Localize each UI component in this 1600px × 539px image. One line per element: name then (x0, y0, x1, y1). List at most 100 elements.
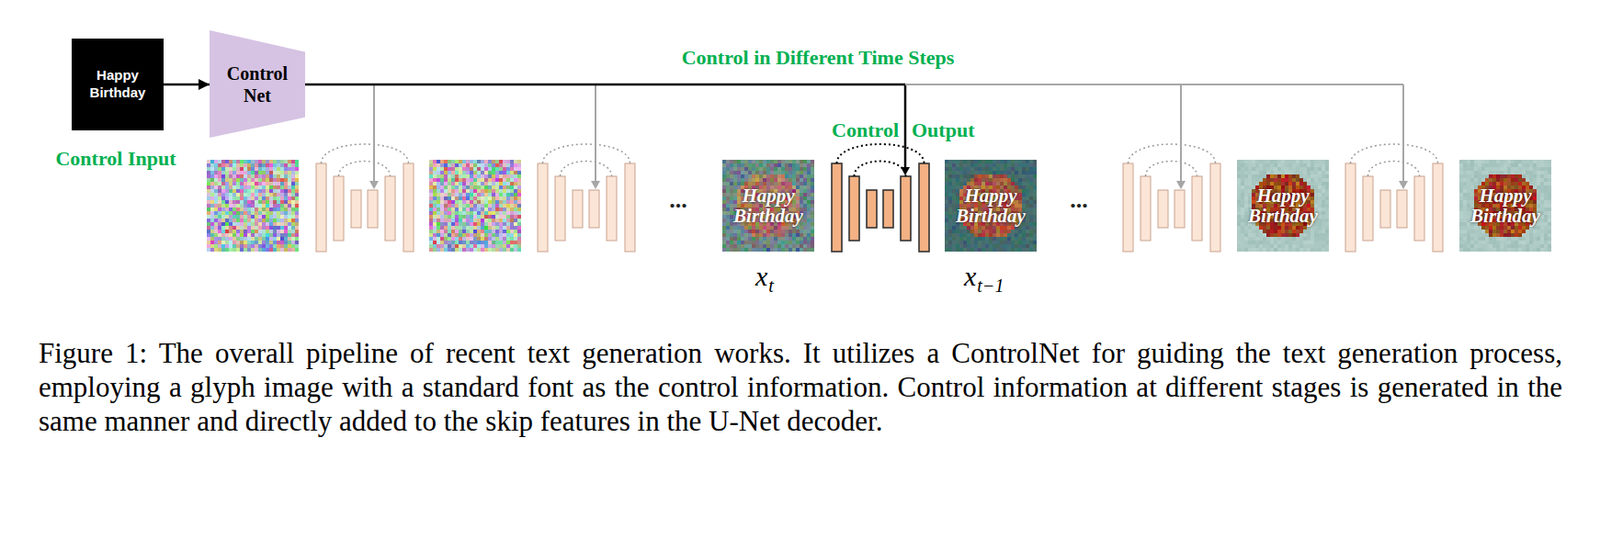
image-pixel (280, 167, 284, 171)
image-pixel (491, 240, 496, 245)
image-pixel (261, 204, 266, 208)
image-pixel (517, 218, 522, 223)
image-pixel (465, 211, 470, 216)
image-pixel (440, 178, 444, 182)
image-pixel (236, 244, 240, 249)
image-pixel (287, 163, 292, 168)
image-pixel (465, 215, 470, 219)
image-pixel (232, 222, 237, 227)
image-pixel (440, 226, 444, 230)
image-pixel (499, 192, 503, 197)
image-pixel (513, 248, 518, 252)
image-pixel (254, 159, 259, 164)
image-pixel (454, 226, 459, 230)
image-pixel (806, 192, 811, 197)
image-pixel (517, 211, 522, 216)
image-pixel (458, 196, 463, 201)
image-pixel (806, 204, 811, 208)
image-pixel (781, 163, 785, 168)
image-pixel (429, 244, 433, 249)
image-pixel (250, 189, 255, 193)
image-pixel (762, 167, 767, 171)
image-pixel (221, 174, 226, 179)
image-pixel (955, 170, 960, 175)
image-pixel (476, 229, 481, 234)
image-pixel (491, 229, 496, 234)
image-pixel (722, 170, 727, 175)
image-pixel (777, 240, 782, 245)
image-pixel (462, 189, 466, 193)
image-pixel (751, 167, 756, 171)
image-pixel (440, 211, 444, 216)
image-pixel (810, 204, 815, 208)
image-pixel (232, 229, 237, 234)
image-pixel (726, 196, 730, 201)
image-pixel (495, 226, 500, 230)
image-pixel (287, 248, 292, 252)
image-pixel (291, 215, 296, 219)
image-pixel (265, 233, 270, 238)
image-pixel (473, 159, 477, 164)
image-pixel (458, 200, 463, 205)
image-pixel (429, 174, 433, 179)
image-pixel (247, 237, 251, 241)
image-pixel (287, 167, 292, 171)
image-pixel (755, 244, 760, 249)
image-pixel (517, 207, 522, 212)
image-pixel (451, 170, 455, 175)
image-pixel (799, 237, 804, 241)
image-pixel (462, 178, 466, 182)
image-pixel (232, 207, 237, 212)
image-pixel (495, 174, 500, 179)
image-pixel (210, 159, 215, 164)
image-pixel (261, 207, 266, 212)
image-pixel (955, 163, 960, 168)
image-pixel (803, 200, 807, 205)
image-pixel (265, 189, 270, 193)
image-pixel (458, 248, 463, 252)
image-pixel (740, 163, 745, 168)
image-pixel (806, 174, 811, 179)
image-pixel (944, 226, 949, 230)
image-pixel (429, 192, 433, 197)
image-pixel (744, 159, 749, 164)
image-pixel (232, 170, 237, 175)
image-pixel (440, 159, 444, 164)
image-pixel (762, 178, 767, 182)
image-pixel (462, 204, 466, 208)
image-pixel (955, 226, 960, 230)
image-pixel (729, 218, 734, 223)
image-pixel (258, 244, 262, 249)
image-pixel (291, 211, 296, 216)
image-pixel (429, 207, 433, 212)
image-pixel (276, 170, 281, 175)
image-pixel (795, 233, 800, 238)
image-pixel (217, 189, 222, 193)
image-pixel (806, 226, 811, 230)
image-pixel (952, 200, 956, 205)
image-pixel (228, 204, 233, 208)
image-pixel (476, 218, 481, 223)
image-pixel (810, 163, 815, 168)
image-pixel (788, 178, 793, 182)
image-pixel (451, 204, 455, 208)
image-pixel (755, 167, 760, 171)
image-pixel (759, 233, 763, 238)
image-pixel (447, 185, 452, 190)
image-pixel (221, 159, 226, 164)
image-pixel (476, 222, 481, 227)
image-pixel (429, 248, 433, 252)
image-pixel (762, 229, 767, 234)
image-pixel (792, 229, 796, 234)
image-pixel (495, 211, 500, 216)
image-pixel (502, 200, 507, 205)
image-pixel (210, 222, 215, 227)
image-pixel (462, 233, 466, 238)
image-pixel (254, 163, 259, 168)
image-pixel (502, 207, 507, 212)
image-pixel (803, 218, 807, 223)
image-pixel (502, 211, 507, 216)
image-pixel (214, 200, 218, 205)
image-pixel (510, 159, 514, 164)
image-pixel (443, 170, 448, 175)
